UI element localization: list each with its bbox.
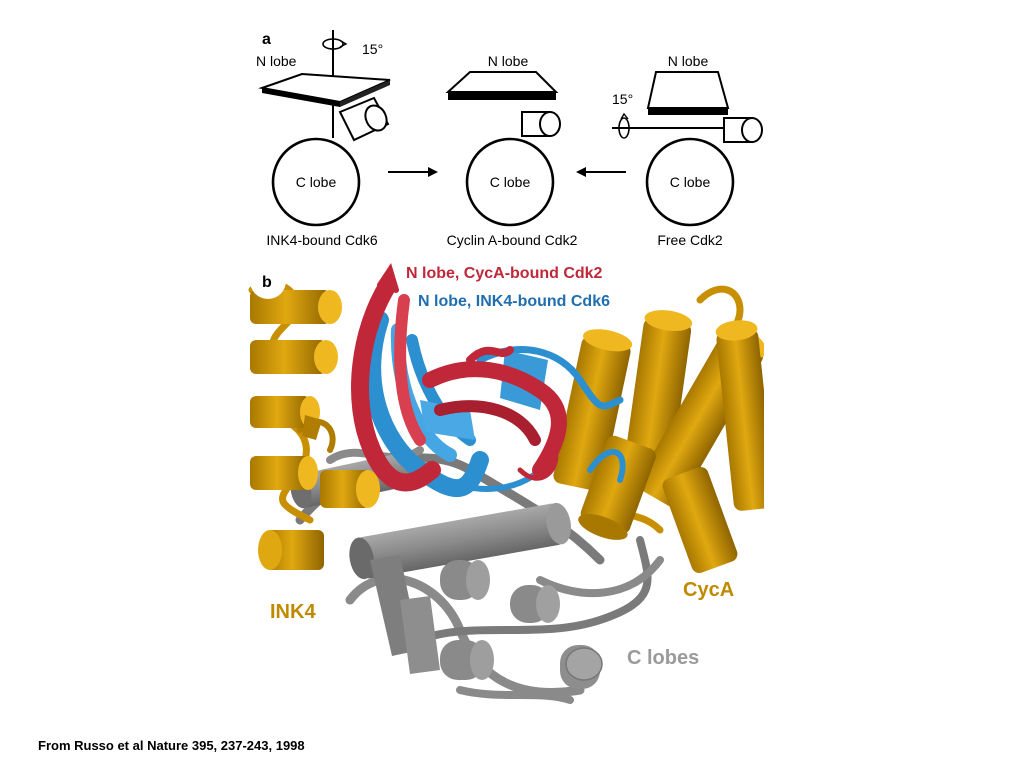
arrow-right-icon — [388, 167, 438, 177]
arrow-left-icon — [576, 167, 626, 177]
n-lobe-slab-edge-middle — [448, 92, 556, 100]
rotation-arrowhead-icon — [339, 40, 348, 48]
c-lobe-circle-left — [271, 137, 361, 227]
n-lobe-label-middle: N lobe — [488, 53, 529, 69]
panel-b: b N lobe, CycA-bound Cdk2 N lobe, INK4-b… — [248, 262, 764, 718]
helix-cylinder-middle — [521, 111, 561, 137]
diagram-ink4-bound-cdk6: N lobe 15° C lobe INK4-bound Cdk6 — [256, 30, 391, 248]
label-cyca: CycA — [683, 579, 734, 601]
state-label-cyclin-a-bound-cdk2: Cyclin A-bound Cdk2 — [447, 232, 578, 248]
label-n-lobe-ink4-bound-cdk6: N lobe, INK4-bound Cdk6 — [418, 293, 610, 310]
label-n-lobe-cyca-bound-cdk2: N lobe, CycA-bound Cdk2 — [406, 265, 603, 282]
rotation-arrow-icon-right — [618, 117, 630, 139]
state-label-free-cdk2: Free Cdk2 — [657, 232, 723, 248]
n-lobe-label-right: N lobe — [668, 53, 709, 69]
c-lobe-label-left: C lobe — [296, 174, 337, 190]
n-lobe-cyca-bound-cdk2 — [351, 263, 567, 492]
n-lobe-slab-edge-right — [648, 108, 728, 115]
label-c-lobes: C lobes — [627, 647, 699, 669]
rotation-label-left: 15° — [362, 41, 383, 57]
helix-cylinder-left — [338, 96, 390, 142]
rotation-arrow-icon — [322, 38, 344, 50]
state-label-ink4-bound-cdk6: INK4-bound Cdk6 — [266, 232, 378, 248]
diagram-free-cdk2: N lobe 15° C lobe Free Cdk2 — [612, 53, 763, 248]
n-lobe-slab-right — [646, 71, 730, 109]
rotation-label-right: 15° — [612, 91, 633, 107]
diagram-cyclin-a-bound-cdk2: N lobe C lobe Cyclin A-bound Cdk2 — [445, 53, 578, 248]
label-ink4: INK4 — [270, 601, 316, 623]
panel-a: a N lobe 15° C lobe INK4-bound Cdk6 — [248, 24, 768, 256]
helix-cylinder-right — [723, 117, 763, 143]
n-lobe-label-left: N lobe — [256, 53, 297, 69]
figure-source-caption: From Russo et al Nature 395, 237-243, 19… — [38, 738, 305, 753]
panel-a-letter: a — [262, 31, 271, 48]
c-lobe-circle-middle — [465, 137, 555, 227]
cyca-structure — [553, 285, 764, 573]
panel-b-letter: b — [262, 274, 272, 291]
c-lobe-circle-right — [645, 137, 735, 227]
n-lobe-slab-edge-left — [262, 88, 340, 107]
panel-b-letter-background — [250, 263, 286, 299]
c-lobe-label-middle: C lobe — [490, 174, 531, 190]
c-lobe-label-right: C lobe — [670, 174, 711, 190]
